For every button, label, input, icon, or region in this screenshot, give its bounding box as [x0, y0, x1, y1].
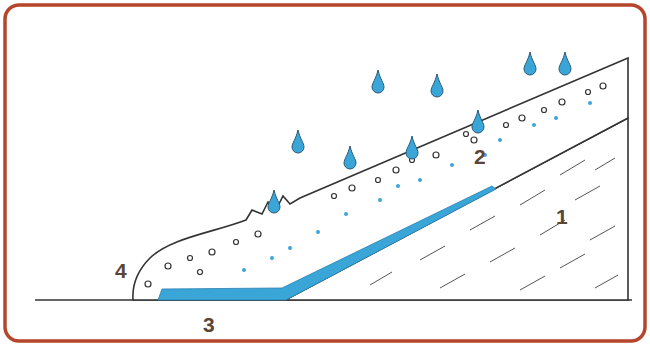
- soil-water-dots: [242, 101, 592, 272]
- callout-number: 4: [115, 260, 127, 281]
- soil-layer: [133, 58, 628, 300]
- callout-number: 1: [556, 206, 568, 227]
- frame: [5, 5, 645, 341]
- water-layer: [158, 186, 496, 300]
- raindrops: [268, 52, 571, 213]
- callout-number: 2: [474, 146, 486, 167]
- pebbles: [145, 83, 606, 287]
- callout-number: 3: [203, 314, 215, 335]
